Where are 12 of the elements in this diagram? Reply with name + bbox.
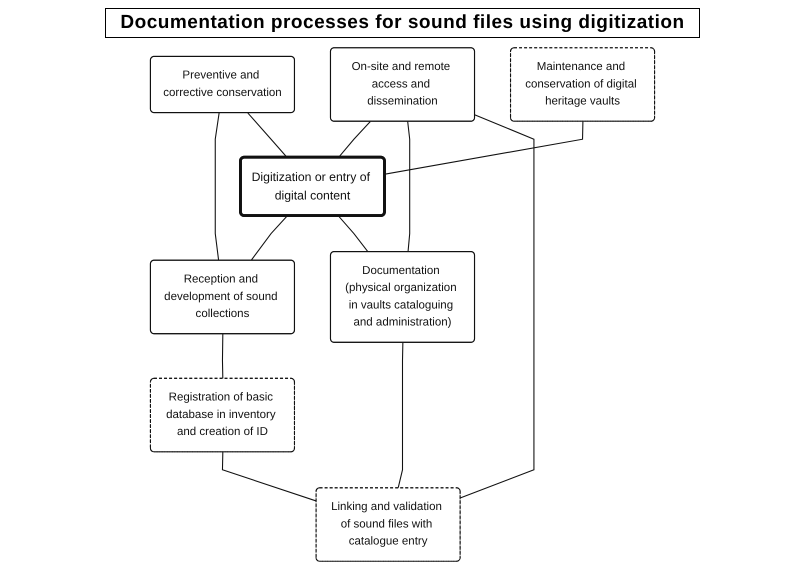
connector: [398, 342, 404, 488]
connector: [250, 216, 288, 261]
connector: [214, 112, 220, 261]
connector: [407, 122, 410, 252]
connector: [338, 216, 368, 252]
connector: [384, 122, 584, 175]
connector: [460, 114, 534, 498]
connector: [338, 121, 371, 158]
connector: [222, 452, 317, 502]
diagram-title: Documentation processes for sound files using digitization: [105, 8, 700, 38]
connector: [247, 112, 288, 158]
connector: [222, 334, 224, 379]
